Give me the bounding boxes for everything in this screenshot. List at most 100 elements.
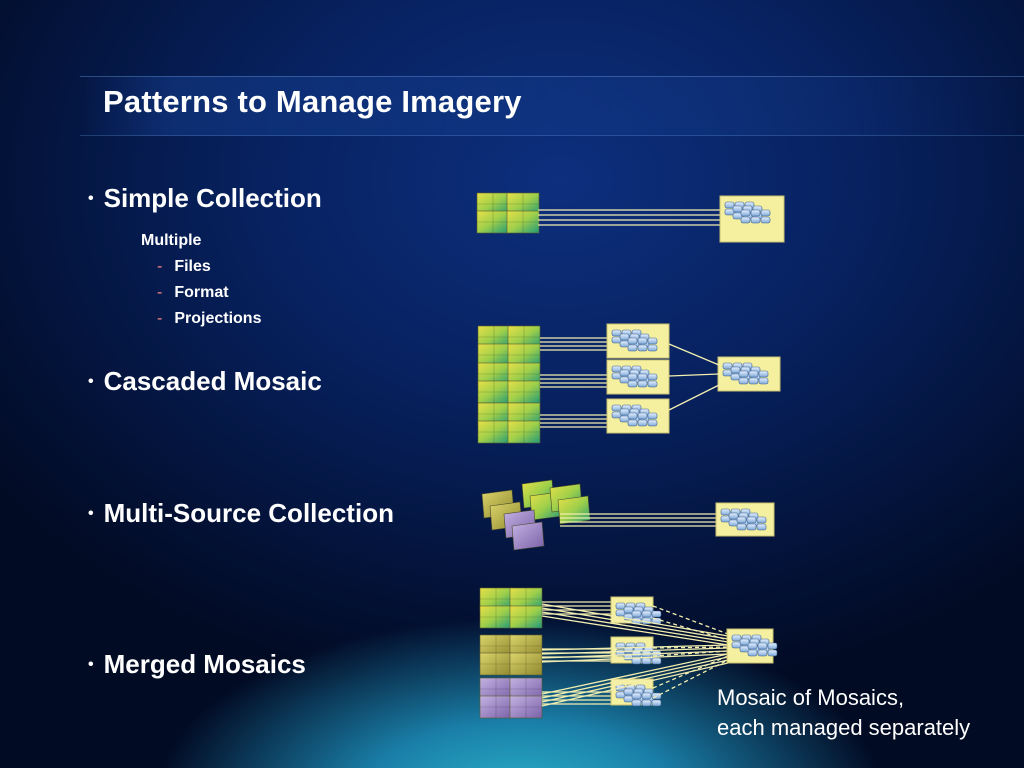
mosaic-cell [730, 366, 741, 374]
connector-line [652, 659, 729, 699]
mosaic-cell [611, 329, 622, 337]
mosaic-cell [757, 642, 768, 650]
mosaic-cell [747, 649, 758, 657]
bullet-multi-source-collection: • Multi-Source Collection [88, 498, 394, 529]
bullet-dot: • [88, 656, 94, 673]
raster-tile [557, 495, 591, 525]
connector-line [541, 607, 729, 640]
mosaic-cell [760, 216, 771, 224]
connector-line [541, 615, 729, 646]
mosaic-cell [627, 412, 638, 420]
connector-line [668, 343, 720, 366]
mosaic-cell [647, 419, 658, 427]
raster-tile [507, 420, 541, 444]
sub-item-label: Files [174, 258, 211, 275]
mosaic-cell [728, 512, 739, 520]
mosaic-cell [739, 638, 750, 646]
mosaic-cell [611, 372, 622, 380]
caption: Mosaic of Mosaics, each managed separate… [717, 683, 970, 743]
mosaic-cell [651, 657, 662, 665]
mosaic-cell [758, 377, 769, 385]
mosaic-cell [611, 365, 622, 373]
mosaic-cell [767, 642, 778, 650]
mosaic-cell [615, 609, 626, 617]
sub-item-format: -Format [157, 284, 229, 301]
mosaic-cell [611, 404, 622, 412]
connector-line [668, 384, 720, 411]
mosaic-cell [748, 377, 759, 385]
mosaic-cell [651, 610, 662, 618]
bullet-dot: • [88, 190, 94, 207]
mosaic-cell [750, 209, 761, 217]
bullet-label: Cascaded Mosaic [103, 366, 322, 396]
raster-tile [509, 605, 543, 629]
raster-tile [509, 695, 543, 719]
mosaic-cell [647, 412, 658, 420]
mosaic-cell [747, 642, 758, 650]
mosaic-cell [728, 519, 739, 527]
mosaic-cell [623, 606, 634, 614]
mosaic-cell [730, 373, 741, 381]
mosaic-cell [724, 208, 735, 216]
mosaic-cell [627, 344, 638, 352]
mosaic-cell [631, 692, 642, 700]
raster-tile [506, 210, 540, 234]
mosaic-cell [619, 340, 630, 348]
mosaic-cell [619, 333, 630, 341]
mosaic-cell [651, 699, 662, 707]
mosaic-cell [619, 376, 630, 384]
mosaic-cell [641, 657, 652, 665]
mosaic-cell [757, 649, 768, 657]
mosaic-cell [611, 411, 622, 419]
mosaic-cell [720, 508, 731, 516]
mosaic-cell [647, 373, 658, 381]
mosaic-cell [736, 523, 747, 531]
mosaic-cell [611, 336, 622, 344]
mosaic-cell [619, 369, 630, 377]
mosaic-cell [746, 516, 757, 524]
connector-line [652, 605, 729, 635]
mosaic-cell [736, 516, 747, 524]
mosaic-cell [631, 699, 642, 707]
connector-line [541, 653, 729, 663]
connector-line [541, 656, 729, 699]
mosaic-cell [637, 344, 648, 352]
bullet-merged-mosaics: • Merged Mosaics [88, 649, 306, 680]
bullet-cascaded-mosaic: •Cascaded Mosaic [88, 366, 322, 397]
sub-heading-multiple: Multiple [141, 232, 202, 249]
bullet-dot: • [88, 505, 94, 522]
title-band [80, 76, 1024, 136]
mosaic-cell [627, 419, 638, 427]
mosaic-cell [641, 699, 652, 707]
mosaic-cell [637, 419, 648, 427]
mosaic-cell [758, 370, 769, 378]
mosaic-cell [647, 380, 658, 388]
bullet-label: Merged Mosaics [103, 649, 306, 679]
bullet-label: Multi-Source Collection [103, 498, 394, 528]
mosaic-cell [647, 344, 658, 352]
mosaic-cell [619, 408, 630, 416]
mosaic-cell [722, 362, 733, 370]
mosaic-cell [746, 523, 757, 531]
mosaic-cell [641, 610, 652, 618]
mosaic-cell [615, 602, 626, 610]
mosaic-cell [760, 209, 771, 217]
mosaic-cell [637, 412, 648, 420]
mosaic-cell [623, 688, 634, 696]
mosaic-cell [731, 634, 742, 642]
mosaic-cell [631, 657, 642, 665]
mosaic-cell [756, 523, 767, 531]
raster-tile [511, 521, 545, 551]
mosaic-cell [641, 692, 652, 700]
mosaic-cell [724, 201, 735, 209]
mosaic-cell [740, 209, 751, 217]
mosaic-cell [627, 373, 638, 381]
mosaic-cell [647, 337, 658, 345]
sub-item-projections: -Projections [157, 310, 262, 327]
mosaic-cell [623, 695, 634, 703]
bullet-label: Simple Collection [103, 183, 322, 213]
connector-line [652, 650, 729, 657]
mosaic-cell [627, 380, 638, 388]
sub-item-label: Format [174, 284, 229, 301]
